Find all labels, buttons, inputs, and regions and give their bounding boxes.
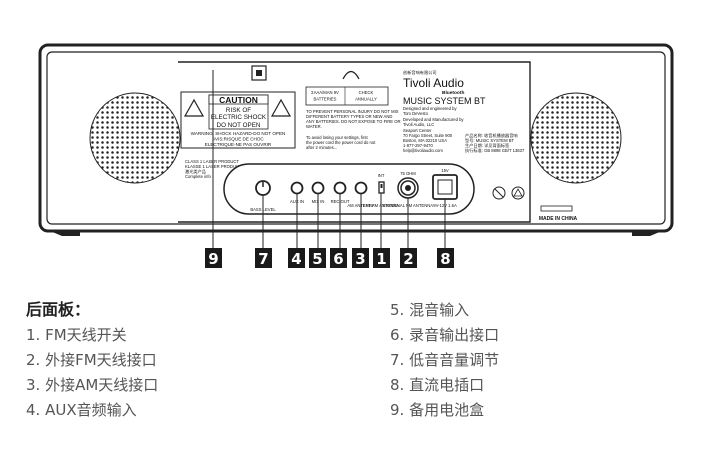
svg-text:7: 7: [258, 250, 268, 268]
legend-item-1: 1. FM天线开关: [26, 326, 127, 344]
svg-text:9: 9: [208, 250, 218, 268]
svg-text:4: 4: [291, 250, 301, 268]
right-foot: [632, 231, 662, 236]
svg-text:Developed and Manufactured by: Developed and Manufactured by: [403, 117, 464, 122]
svg-text:To avoid losing your settings,: To avoid losing your settings, first: [306, 135, 369, 140]
svg-text:2: 2: [403, 250, 413, 268]
legend-item-3: 3. 外接AM天线接口: [26, 376, 159, 394]
legend-item-8: 8. 直流电插口: [390, 376, 485, 394]
caution-label: CAUTION RISK OF ELECTRIC SHOCK DO NOT OP…: [180, 91, 296, 149]
legend-item-7: 7. 低音音量调节: [390, 351, 500, 369]
legend-item-5: 5. 混音输入: [390, 301, 470, 319]
svg-text:after 2 minutes...: after 2 minutes...: [306, 145, 337, 150]
svg-text:Tivoli Audio, LLC: Tivoli Audio, LLC: [403, 122, 434, 127]
svg-text:Boston, MA 02210 USA: Boston, MA 02210 USA: [403, 138, 447, 143]
model-name: MUSIC SYSTEM BT: [403, 96, 486, 106]
warning-line-3: ELECTRIQUE-NE PAS OUVRIR: [205, 142, 272, 147]
svg-text:CHECK: CHECK: [359, 90, 374, 95]
svg-text:创新音响有限公司: 创新音响有限公司: [403, 69, 437, 76]
caution-title: CAUTION: [219, 95, 258, 105]
svg-text:70 Fargo Street, Suite 900: 70 Fargo Street, Suite 900: [403, 133, 453, 138]
svg-text:激光类产品: 激光类产品: [185, 168, 206, 175]
svg-text:BATTERIES: BATTERIES: [314, 97, 337, 102]
svg-text:型号: MUSIC SYSTEM BT: 型号: MUSIC SYSTEM BT: [465, 137, 515, 144]
left-foot: [50, 231, 80, 236]
svg-text:Bluetooth: Bluetooth: [442, 90, 464, 96]
center-panel-outline: [178, 61, 531, 223]
brand-name: Tivoli Audio: [403, 76, 464, 90]
left-speaker-grill: [89, 92, 181, 184]
weee-icon: [492, 186, 506, 200]
external-fm-top-label: 75 OHM: [400, 171, 416, 176]
badge-8: 8: [437, 248, 454, 268]
battery-label: ΣΑΑΑ/ΜΑΝ 9V BATTERIES CHECK ANNUALLY TO …: [305, 86, 401, 150]
svg-text:ANY BATTERIES. DO NOT EXPOSE T: ANY BATTERIES. DO NOT EXPOSE TO FIRE OR: [306, 119, 401, 124]
brand-block: 创新音响有限公司 Tivoli Audio Bluetooth MUSIC SY…: [403, 69, 525, 154]
fm-switch-top-label: INT: [378, 173, 385, 178]
svg-text:5: 5: [312, 250, 322, 268]
svg-text:the power cord the power cord: the power cord the power cord do not: [306, 140, 376, 145]
connector-strip: [223, 163, 475, 215]
dc-top-label: 15V: [441, 168, 449, 173]
badge-5: 5: [309, 248, 326, 268]
warning-line-1: WARNING: SHOCK HAZARD-DO NOT OPEN: [191, 131, 286, 136]
svg-text:Designed and engineered by: Designed and engineered by: [403, 106, 457, 111]
svg-text:ANNUALLY: ANNUALLY: [355, 97, 377, 102]
certification-icon: [511, 186, 525, 200]
legend-item-9: 9. 备用电池盒: [390, 401, 485, 419]
svg-text:Seaport Center: Seaport Center: [403, 128, 432, 133]
legend-item-4: 4. AUX音频输入: [26, 401, 137, 419]
badge-6: 6: [330, 248, 347, 268]
legend-item-2: 2. 外接FM天线接口: [26, 351, 157, 369]
made-in-label: MADE IN CHINA: [539, 216, 578, 222]
svg-text:执行标准: GB 8898 GB/T 13837: 执行标准: GB 8898 GB/T 13837: [465, 147, 525, 154]
callout-lines: [212, 70, 446, 248]
svg-text:生产日期: 详见背面标签: 生产日期: 详见背面标签: [465, 142, 510, 149]
badge-2: 2: [400, 248, 417, 268]
svg-text:产品名称: 收音机播放器音响: 产品名称: 收音机播放器音响: [465, 132, 518, 139]
legend-item-6: 6. 录音输出接口: [390, 326, 500, 344]
right-speaker-grill: [530, 92, 622, 184]
rear-panel-diagram: CAUTION RISK OF ELECTRIC SHOCK DO NOT OP…: [38, 43, 674, 268]
svg-text:TO PREVENT PERSONAL INJURY DO: TO PREVENT PERSONAL INJURY DO NOT MIX: [306, 109, 399, 114]
warning-line-2: AVIS:RISQUE DE CHOC: [212, 137, 264, 142]
svg-text:ΣΑΑΑ/ΜΑΝ 9V: ΣΑΑΑ/ΜΑΝ 9V: [311, 90, 339, 95]
svg-text:Tom DeVesto: Tom DeVesto: [403, 111, 429, 116]
svg-text:CLASS 1 LASER PRODUCT: CLASS 1 LASER PRODUCT: [185, 159, 239, 164]
svg-text:Complete info: Complete info: [185, 174, 212, 179]
badge-9: 9: [205, 248, 222, 268]
caution-line-3: DO NOT OPEN: [217, 122, 261, 129]
svg-text:8: 8: [440, 250, 450, 268]
caution-line-2: ELECTRIC SHOCK: [211, 114, 267, 121]
legend-title: 后面板：: [26, 300, 91, 319]
svg-text:1-877-297-9470: 1-877-297-9470: [403, 143, 433, 148]
badge-7: 7: [255, 248, 272, 268]
svg-text:help@tivoliaudio.com: help@tivoliaudio.com: [403, 148, 443, 153]
badge-1: 1: [373, 248, 390, 268]
svg-text:6: 6: [333, 250, 343, 268]
svg-text:1: 1: [376, 250, 386, 268]
cabinet-inner-outline: [46, 51, 666, 225]
battery-latch: [342, 70, 360, 80]
svg-text:3: 3: [355, 250, 365, 268]
caution-line-1: RISK OF: [226, 107, 251, 114]
serial-bar: [540, 205, 573, 212]
svg-text:WATER.: WATER.: [306, 124, 322, 129]
badge-3: 3: [352, 248, 369, 268]
badge-4: 4: [288, 248, 305, 268]
svg-text:DIFFERENT BATTERY TYPES OR NEW: DIFFERENT BATTERY TYPES OR NEW AND: [306, 114, 392, 119]
